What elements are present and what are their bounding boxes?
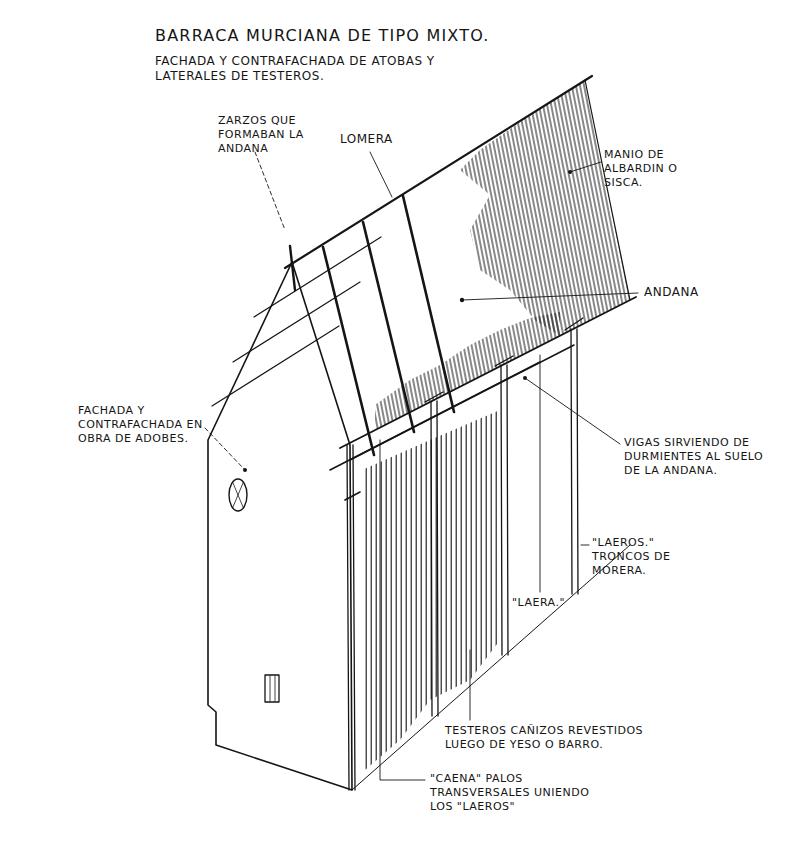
part-label: ANDANA (644, 285, 699, 300)
leader-line (525, 378, 620, 444)
leader-line (540, 355, 541, 592)
post-forks (425, 318, 583, 402)
part-label: "LAEROS." TRONCOS DE MORERA. (592, 536, 702, 577)
leader-line (205, 428, 245, 470)
leader-dot (568, 170, 572, 174)
laero-post (431, 401, 438, 716)
thatch-roof (460, 80, 630, 336)
leader-dot (523, 376, 527, 380)
round-window (229, 479, 247, 511)
window-cross (233, 483, 243, 507)
apex-post (290, 246, 295, 290)
laero-post (571, 329, 578, 594)
leader-line (370, 152, 392, 197)
laero-post (501, 365, 508, 655)
leader-line (462, 293, 638, 300)
part-label: FACHADA Y CONTRAFACHADA EN OBRA DE ADOBE… (78, 404, 203, 445)
roof-edge (585, 80, 630, 300)
drawing-title: BARRACA MURCIANA DE TIPO MIXTO. (155, 26, 490, 46)
leader-dot (460, 298, 464, 302)
part-label: TESTEROS CAÑIZOS REVESTIDOS LUEGO DE YES… (445, 724, 655, 752)
part-label: ZARZOS QUE FORMABAN LA ANDANA (218, 114, 333, 155)
eave-beam (340, 297, 636, 448)
leader-line (570, 162, 601, 172)
leader-line (380, 440, 425, 780)
andana-beams (330, 362, 540, 500)
part-label: "LAERA." (512, 596, 565, 610)
ground-line (352, 545, 630, 790)
ridge-pole (285, 76, 592, 268)
subtitle-note: FACHADA Y CONTRAFACHADA DE ATOBAS Y LATE… (155, 54, 485, 84)
window-bars (270, 676, 275, 701)
part-label: VIGAS SIRVIENDO DE DURMIENTES AL SUELO D… (624, 436, 764, 477)
leader-dot (243, 468, 247, 472)
part-label: MANIO DE ALBARDIN O SISCA. (604, 148, 709, 189)
thatch-band (375, 312, 560, 430)
leader-line (470, 650, 471, 720)
part-label: LOMERA (340, 132, 393, 147)
part-label: "CAENA" PALOS TRANSVERSALES UNIENDO LOS … (430, 772, 610, 813)
small-window (265, 675, 279, 702)
adobe-facade (208, 262, 352, 790)
zarzos (212, 237, 381, 406)
leader-line (255, 152, 285, 230)
laero-post (347, 445, 355, 790)
leader-line (581, 545, 589, 546)
